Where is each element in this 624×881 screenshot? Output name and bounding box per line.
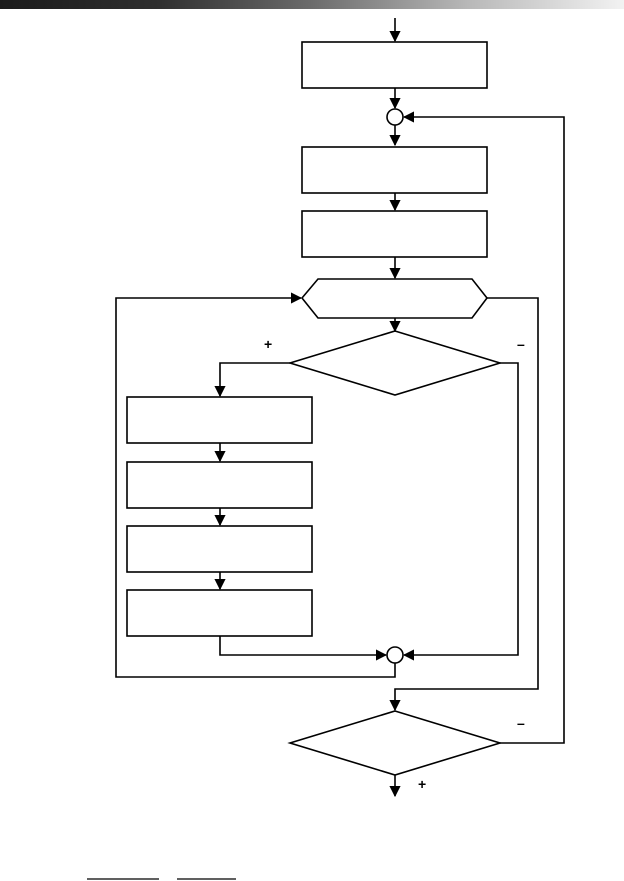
process-box-4 [126, 396, 313, 444]
process-box-5 [126, 461, 313, 509]
connector-top [386, 108, 404, 126]
process-box-7 [126, 589, 313, 637]
no-branch-line [402, 362, 519, 661]
no-sign-final: – [517, 715, 525, 731]
loop-exit-line [389, 297, 539, 712]
process-box-6 [126, 525, 313, 573]
yes-sign-inner: + [264, 336, 272, 352]
no-sign-inner: – [517, 336, 525, 352]
final-no-branch-line [402, 111, 565, 744]
decision-diamond-inner [287, 330, 503, 396]
process-box-3 [301, 210, 488, 258]
yes-branch-line [214, 362, 290, 398]
loop-back-line [115, 292, 396, 678]
process-box-1 [301, 41, 488, 89]
loop-hexagon [300, 278, 489, 319]
yes-sign-final: + [418, 776, 426, 792]
connector-bottom [386, 646, 404, 664]
flow-line-to-connector [219, 636, 388, 661]
decision-diamond-final [287, 710, 503, 776]
process-box-2 [301, 146, 488, 194]
header-gradient-bar [0, 0, 624, 9]
